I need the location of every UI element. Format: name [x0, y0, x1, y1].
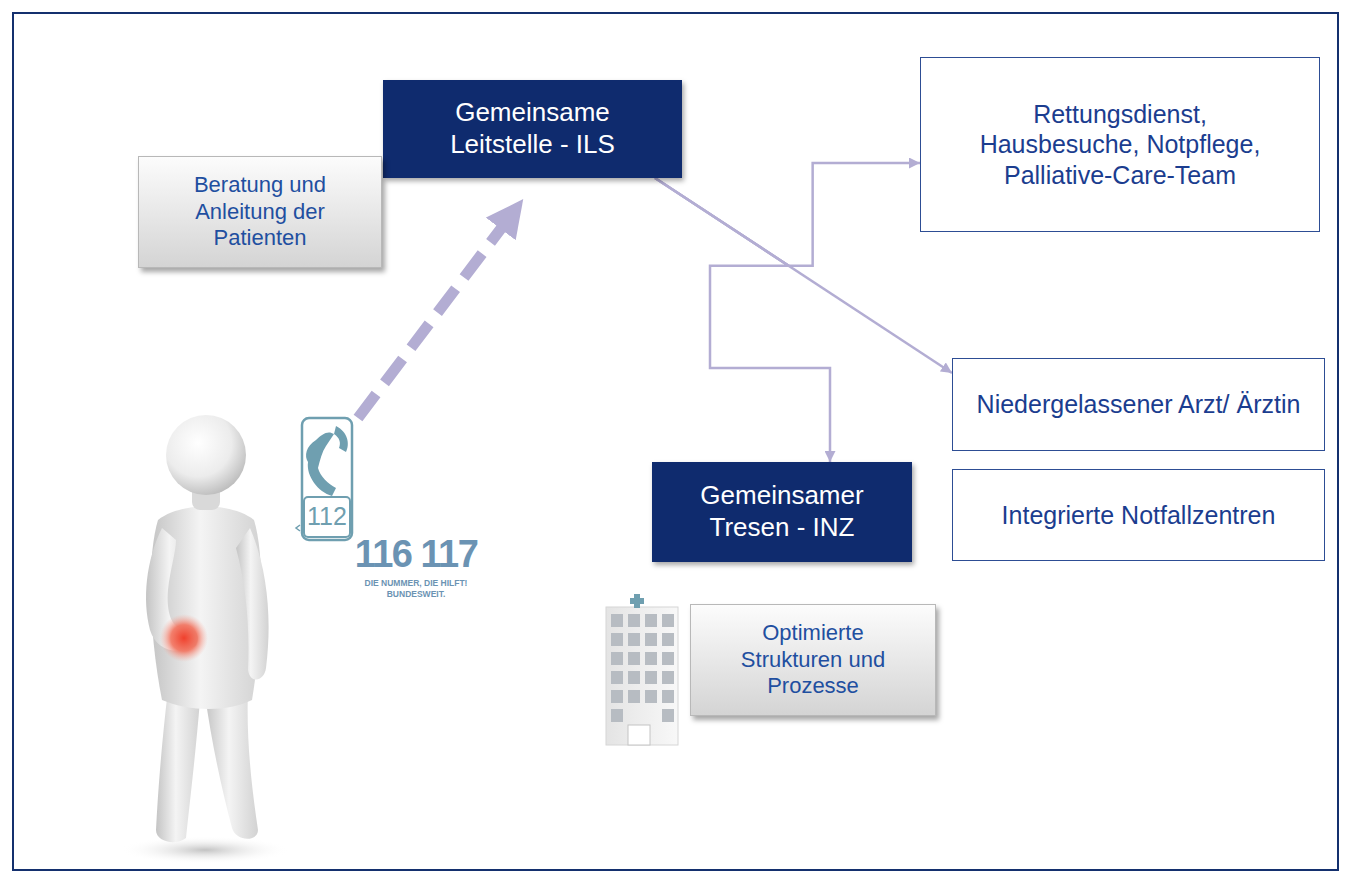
window [628, 652, 640, 665]
service-box: Niedergelassener Arzt/ Ärztin [952, 358, 1325, 451]
frame [13, 13, 1338, 870]
window [611, 671, 623, 684]
window [611, 709, 623, 722]
window [628, 614, 640, 627]
window [611, 633, 623, 646]
patient-figure [120, 415, 290, 864]
counter-box: Gemeinsamer Tresen - INZ [652, 462, 912, 562]
window [611, 652, 623, 665]
service-box: Rettungsdienst, Hausbesuche, Notpflege, … [920, 57, 1320, 232]
box-text: Gemeinsamer Tresen - INZ [674, 480, 890, 543]
window [628, 633, 640, 646]
window [645, 671, 657, 684]
window [628, 690, 640, 703]
phone-number: 116 117 [346, 533, 486, 576]
box-text: Gemeinsame Leitstelle - ILS [413, 97, 652, 160]
box-text: Beratung und Anleitung der Patienten [159, 172, 361, 252]
hospital-icon [606, 594, 678, 745]
box-text: Niedergelassener Arzt/ Ärztin [977, 389, 1301, 420]
box-text: Rettungsdienst, Hausbesuche, Notpflege, … [961, 99, 1279, 191]
window [645, 652, 657, 665]
window [662, 690, 674, 703]
window [628, 671, 640, 684]
window [662, 652, 674, 665]
window [645, 690, 657, 703]
note-box: Beratung und Anleitung der Patienten [138, 156, 382, 268]
phone-icon [296, 418, 352, 540]
window [662, 709, 674, 722]
window [662, 671, 674, 684]
window [662, 633, 674, 646]
window [611, 690, 623, 703]
slogan: DIE NUMMER, DIE HILFT! [346, 578, 486, 588]
window [645, 614, 657, 627]
control-center-box: Gemeinsame Leitstelle - ILS [383, 80, 682, 178]
window [611, 614, 623, 627]
window [662, 614, 674, 627]
window [645, 633, 657, 646]
connector-arrow [655, 178, 830, 462]
box-text: Integrierte Notfallzentren [1002, 500, 1276, 531]
service-box: Integrierte Notfallzentren [952, 469, 1325, 561]
phone-number: 112 [304, 502, 350, 531]
box-text: Optimierte Strukturen und Prozesse [711, 620, 915, 700]
note-box: Optimierte Strukturen und Prozesse [690, 604, 936, 716]
connector-arrow [655, 163, 920, 266]
slogan: BUNDESWEIT. [346, 589, 486, 599]
